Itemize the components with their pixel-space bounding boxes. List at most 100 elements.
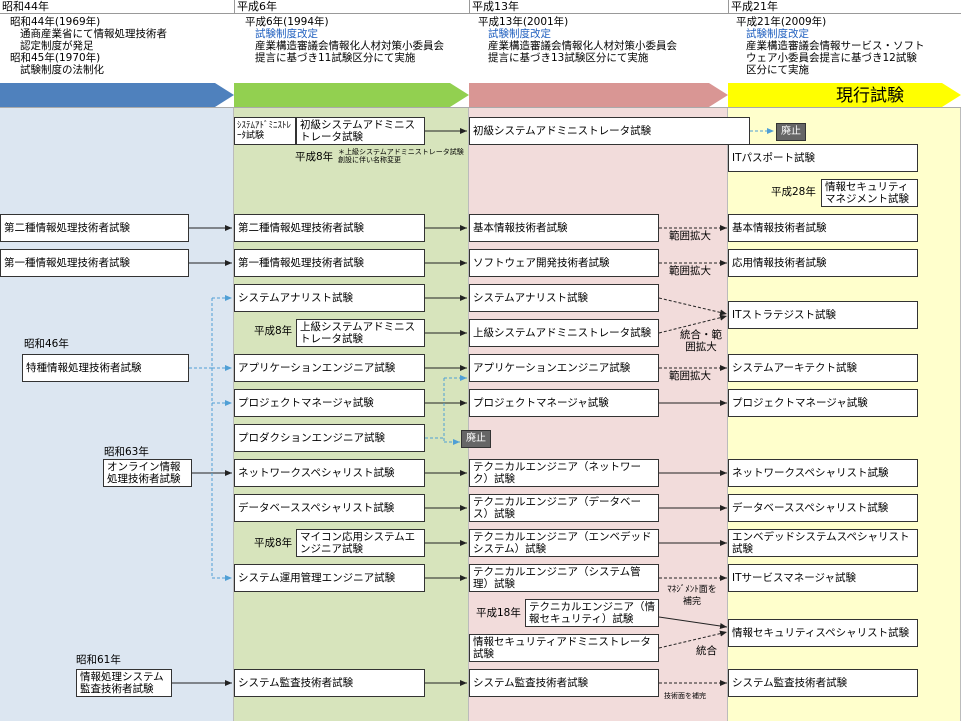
exam-box: ｼｽﾃﾑｱﾄﾞﾐﾆｽﾄﾚｰﾀ試験	[234, 117, 296, 145]
column-header-2: 平成6年	[234, 0, 469, 14]
edge-label: 統合・範囲拡大	[680, 329, 722, 353]
exam-box: ITストラテジスト試験	[728, 301, 918, 329]
note-line: 平成21年(2009年)	[736, 16, 827, 28]
arrow-heisei13	[469, 83, 728, 107]
exam-box: ネットワークスペシャリスト試験	[728, 459, 918, 487]
exam-box: プロジェクトマネージャ試験	[728, 389, 918, 417]
exam-box: ITサービスマネージャ試験	[728, 564, 918, 592]
note-line: 区分にて実施	[746, 64, 809, 76]
timeline-arrows	[0, 83, 961, 107]
exam-box: 第一種情報処理技術者試験	[234, 249, 425, 277]
exam-box: オンライン情報処理技術者試験	[103, 459, 192, 487]
abolished-tag: 廃止	[461, 430, 491, 448]
note-col4: 平成21年(2009年) 試験制度改定 産業構造審議会情報サービス・ソフト ウェ…	[736, 16, 925, 76]
current-exams-label: 現行試験	[836, 86, 904, 106]
exam-box: テクニカルエンジニア（システム管理）試験	[469, 564, 659, 592]
arrow-heisei6	[234, 83, 469, 107]
note-line: 試験制度改定	[746, 28, 809, 40]
note-line: 試験制度の法制化	[20, 64, 104, 76]
exam-box: システムアナリスト試験	[469, 284, 659, 312]
edge-label: ﾏﾈｼﾞﾒﾝﾄ面を補完	[667, 585, 717, 607]
exam-box: テクニカルエンジニア（ネットワーク）試験	[469, 459, 659, 487]
exam-box: アプリケーションエンジニア試験	[234, 354, 425, 382]
exam-box: テクニカルエンジニア（エンベデッドシステム）試験	[469, 529, 659, 557]
exam-box: ITパスポート試験	[728, 144, 918, 172]
note-col1: 昭和44年(1969年) 通商産業省にて情報処理技術者 認定制度が発足 昭和45…	[10, 16, 167, 76]
exam-box: 上級システムアドミニストレータ試験	[469, 319, 659, 347]
exam-box: データベーススペシャリスト試験	[728, 494, 918, 522]
link-dashed	[658, 314, 728, 334]
edge-label: 範囲拡大	[669, 370, 711, 382]
exam-box: マイコン応用システムエンジニア試験	[296, 529, 425, 557]
year-label: 昭和46年	[24, 338, 69, 350]
column-header-3: 平成13年	[469, 0, 728, 14]
note-line: 産業構造審議会情報サービス・ソフト	[746, 40, 925, 52]
exam-box: データベーススペシャリスト試験	[234, 494, 425, 522]
arrow-showa44	[0, 83, 234, 107]
link-dashed	[658, 630, 728, 649]
edge-label: 統合	[696, 645, 717, 657]
exam-box: システムアーキテクト試験	[728, 354, 918, 382]
note-line: 産業構造審議会情報化人材対策小委員会	[255, 40, 444, 52]
exam-box: ネットワークスペシャリスト試験	[234, 459, 425, 487]
note-line: ウェア小委員会提言に基づき12試験	[746, 52, 917, 64]
arrow-heisei21	[728, 83, 961, 107]
exam-box: 基本情報技術者試験	[728, 214, 918, 242]
exam-box: システム監査技術者試験	[234, 669, 425, 697]
note-col3: 平成13年(2001年) 試験制度改定 産業構造審議会情報化人材対策小委員会 提…	[478, 16, 677, 64]
year-label: 平成18年	[476, 607, 521, 619]
rename-note: ＊上級システムアドミニストレータ試験創設に伴い名称変更	[338, 148, 464, 164]
exam-box: 上級システムアドミニストレータ試験	[296, 319, 425, 347]
exam-box: プロジェクトマネージャ試験	[234, 389, 425, 417]
column-header-4: 平成21年	[728, 0, 961, 14]
edge-label: 範囲拡大	[669, 230, 711, 242]
exam-box: システム運用管理エンジニア試験	[234, 564, 425, 592]
exam-box: 第一種情報処理技術者試験	[0, 249, 189, 277]
edge-label: 技術面を補完	[664, 692, 706, 700]
note-col2: 平成6年(1994年) 試験制度改定 産業構造審議会情報化人材対策小委員会 提言…	[245, 16, 444, 64]
column-header-1: 昭和44年	[0, 0, 234, 14]
exam-box: 情報セキュリティスペシャリスト試験	[728, 619, 918, 647]
exam-box: 特種情報処理技術者試験	[22, 354, 189, 382]
note-line: 産業構造審議会情報化人材対策小委員会	[488, 40, 677, 52]
note-line: 昭和45年(1970年)	[10, 52, 101, 64]
exam-box: 情報セキュリティアドミニストレータ試験	[469, 634, 659, 662]
exam-box: 情報処理システム監査技術者試験	[76, 669, 172, 697]
year-label: 昭和61年	[76, 654, 121, 666]
exam-box: システムアナリスト試験	[234, 284, 425, 312]
exam-box: 初級システムアドミニストレータ試験	[296, 117, 425, 145]
exam-box: 第二種情報処理技術者試験	[234, 214, 425, 242]
link-dashed	[658, 297, 728, 316]
abolished-tag: 廃止	[776, 123, 806, 141]
exam-box: 基本情報技術者試験	[469, 214, 659, 242]
exam-box: アプリケーションエンジニア試験	[469, 354, 659, 382]
exam-box: システム監査技術者試験	[469, 669, 659, 697]
year-label: 平成8年	[295, 151, 334, 163]
year-label: 平成8年	[254, 325, 293, 337]
note-line: 試験制度改定	[488, 28, 551, 40]
exam-box: 初級システムアドミニストレータ試験	[469, 117, 750, 145]
edge-label: 範囲拡大	[669, 265, 711, 277]
note-line: 昭和44年(1969年)	[10, 16, 101, 28]
exam-box: プロダクションエンジニア試験	[234, 424, 425, 452]
note-line: 試験制度改定	[255, 28, 318, 40]
link	[658, 616, 728, 629]
exam-box: 第二種情報処理技術者試験	[0, 214, 189, 242]
note-line: 通商産業省にて情報処理技術者	[20, 28, 167, 40]
year-label: 昭和63年	[104, 446, 149, 458]
year-label: 平成8年	[254, 537, 293, 549]
exam-box: 情報セキュリティマネジメント試験	[821, 179, 918, 207]
exam-box: ソフトウェア開発技術者試験	[469, 249, 659, 277]
year-label: 平成28年	[771, 186, 816, 198]
note-line: 提言に基づき13試験区分にて実施	[488, 52, 649, 64]
exam-box: システム監査技術者試験	[728, 669, 918, 697]
exam-box: テクニカルエンジニア（データベース）試験	[469, 494, 659, 522]
note-line: 平成6年(1994年)	[245, 16, 329, 28]
exam-box: エンベデッドシステムスペシャリスト試験	[728, 529, 918, 557]
note-line: 提言に基づき11試験区分にて実施	[255, 52, 416, 64]
exam-box: 応用情報技術者試験	[728, 249, 918, 277]
note-line: 平成13年(2001年)	[478, 16, 569, 28]
exam-box: テクニカルエンジニア（情報セキュリティ）試験	[525, 599, 659, 627]
note-line: 認定制度が発足	[20, 40, 94, 52]
